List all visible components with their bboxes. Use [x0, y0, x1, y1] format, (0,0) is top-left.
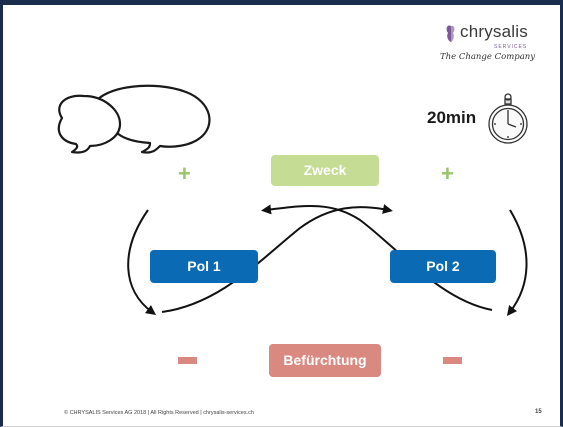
- pol1-box: Pol 1: [150, 250, 258, 283]
- butterfly-icon: [446, 25, 455, 42]
- cross-arrow-to-right: [161, 204, 393, 313]
- logo-tagline: The Change Company: [440, 52, 536, 62]
- plus-sign-left: +: [178, 161, 191, 186]
- minus-sign-right: [443, 357, 462, 364]
- logo-subtitle: SERVICES: [494, 44, 528, 50]
- cross-arrow-to-left: [261, 204, 493, 311]
- speech-bubbles-icon: [57, 84, 211, 154]
- right-cycle-arrow: [506, 209, 528, 316]
- page-number: 15: [535, 409, 542, 415]
- timer-label: 20min: [427, 108, 477, 127]
- stopwatch-icon: [488, 93, 528, 144]
- chrysalis-logo: chrysalis SERVICES The Change Company: [438, 22, 556, 72]
- logo-wordmark: chrysalis: [460, 22, 528, 41]
- befuerchtung-box: Befürchtung: [269, 344, 381, 377]
- left-cycle-arrow: [127, 209, 157, 315]
- plus-sign-right: +: [441, 161, 454, 186]
- pol2-box: Pol 2: [390, 250, 496, 283]
- zweck-box: Zweck: [271, 155, 379, 186]
- minus-sign-left: [178, 357, 197, 364]
- footer-copyright: © CHRYSALIS Services AG 2018 | All Right…: [64, 410, 254, 416]
